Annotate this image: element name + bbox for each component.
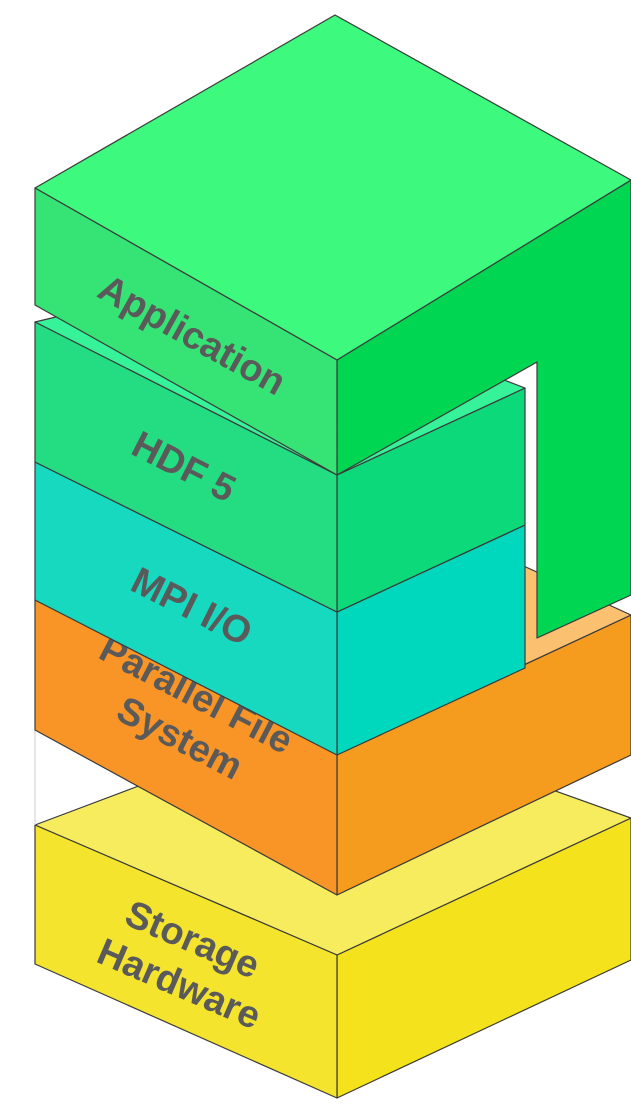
hdf5-front-face (34, 321, 338, 613)
application-front-face (34, 187, 338, 476)
storage-hardware-front-face (34, 824, 338, 1099)
